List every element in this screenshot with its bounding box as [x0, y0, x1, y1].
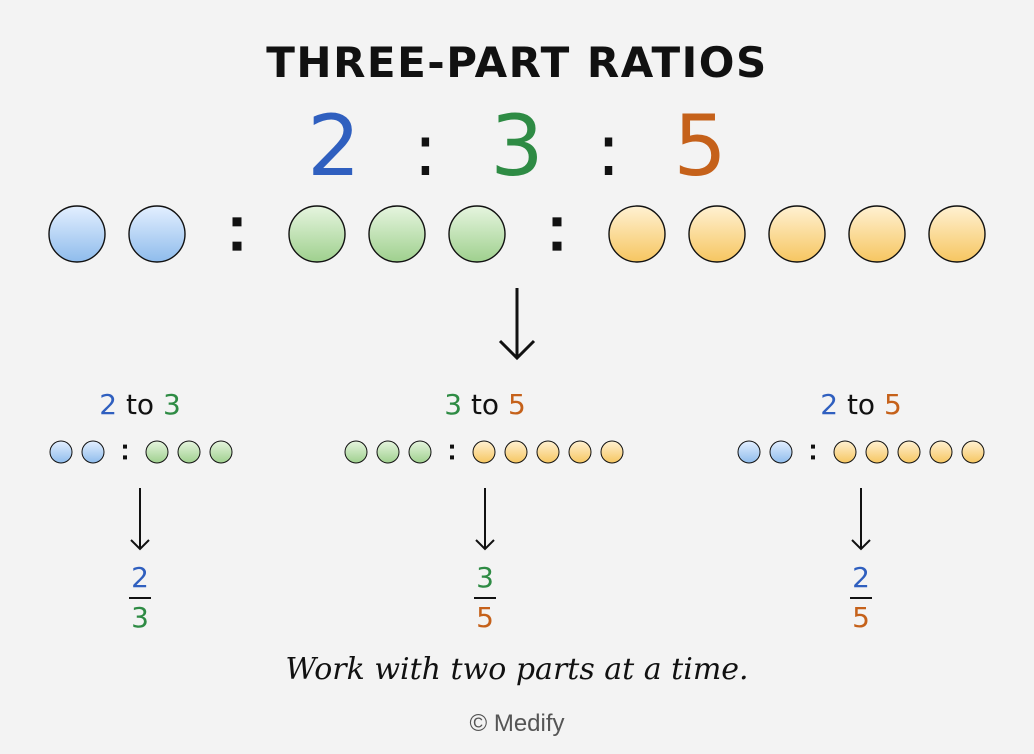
pair-label-3: 2 to 5 [761, 388, 961, 421]
ratio-part-a: 2 [307, 97, 361, 195]
colon-separator [552, 217, 562, 251]
orange-counter-small [961, 440, 985, 464]
orange-counter-small [865, 440, 889, 464]
green-counter-small [209, 440, 233, 464]
orange-counter [848, 205, 906, 263]
counter-circles [48, 205, 986, 464]
pair-label-2: 3 to 5 [385, 388, 585, 421]
fraction-2-bar [474, 597, 496, 599]
green-counter [368, 205, 426, 263]
ratio-colon-1: : [413, 108, 438, 192]
fraction-3-numerator: 2 [852, 561, 870, 594]
page-title: THREE-PART RATIOS [266, 38, 768, 87]
pair-3-right: 5 [883, 388, 902, 421]
pair-label-1: 2 to 3 [40, 388, 240, 421]
fraction-3: 2 5 [821, 562, 901, 634]
fraction-3-denominator: 5 [852, 601, 870, 634]
orange-counter-small [600, 440, 624, 464]
credit-text: © Medify [469, 710, 565, 737]
pair-1-right: 3 [162, 388, 181, 421]
green-counter-small [177, 440, 201, 464]
ratio-part-c: 5 [673, 97, 727, 195]
fraction-2-numerator: 3 [476, 561, 494, 594]
blue-counter-small [769, 440, 793, 464]
down-arrow-icon [851, 488, 871, 551]
fraction-2-denominator: 5 [476, 601, 494, 634]
blue-counter-small [737, 440, 761, 464]
pair-2-left: 3 [444, 388, 463, 421]
green-counter-small [376, 440, 400, 464]
colon-separator-small [123, 444, 127, 460]
green-counter [448, 205, 506, 263]
orange-counter-small [897, 440, 921, 464]
pair-2-word: to [470, 388, 500, 421]
ratio-part-b: 3 [490, 97, 544, 195]
orange-counter-small [833, 440, 857, 464]
fraction-1-bar [129, 597, 151, 599]
instruction-note: Work with two parts at a time. [285, 652, 749, 687]
orange-counter-small [504, 440, 528, 464]
green-counter [288, 205, 346, 263]
green-counter-small [145, 440, 169, 464]
colon-separator-small [450, 444, 454, 460]
blue-counter [128, 205, 186, 263]
fraction-3-bar [850, 597, 872, 599]
blue-counter-small [49, 440, 73, 464]
orange-counter-small [536, 440, 560, 464]
main-ratio: 2 : 3 : 5 [0, 96, 1034, 200]
pair-3-left: 2 [820, 388, 839, 421]
down-arrow-icon [475, 488, 495, 551]
orange-counter [608, 205, 666, 263]
colon-separator-small [811, 444, 815, 460]
orange-counter-small [568, 440, 592, 464]
ratio-colon-2: : [596, 108, 621, 192]
fraction-1-denominator: 3 [131, 601, 149, 634]
fraction-1-numerator: 2 [131, 561, 149, 594]
pair-2-right: 5 [507, 388, 526, 421]
orange-counter-small [929, 440, 953, 464]
fraction-1: 2 3 [100, 562, 180, 634]
fraction-2: 3 5 [445, 562, 525, 634]
circle-colons [123, 217, 815, 460]
colon-separator [232, 217, 242, 251]
arrows [130, 288, 871, 551]
green-counter-small [408, 440, 432, 464]
blue-counter-small [81, 440, 105, 464]
orange-counter [688, 205, 746, 263]
orange-counter [928, 205, 986, 263]
orange-counter [768, 205, 826, 263]
down-arrow-icon [130, 488, 150, 551]
green-counter-small [344, 440, 368, 464]
pair-1-left: 2 [99, 388, 118, 421]
pair-3-word: to [846, 388, 876, 421]
pair-1-word: to [125, 388, 155, 421]
down-arrow-icon [498, 288, 536, 361]
orange-counter-small [472, 440, 496, 464]
blue-counter [48, 205, 106, 263]
